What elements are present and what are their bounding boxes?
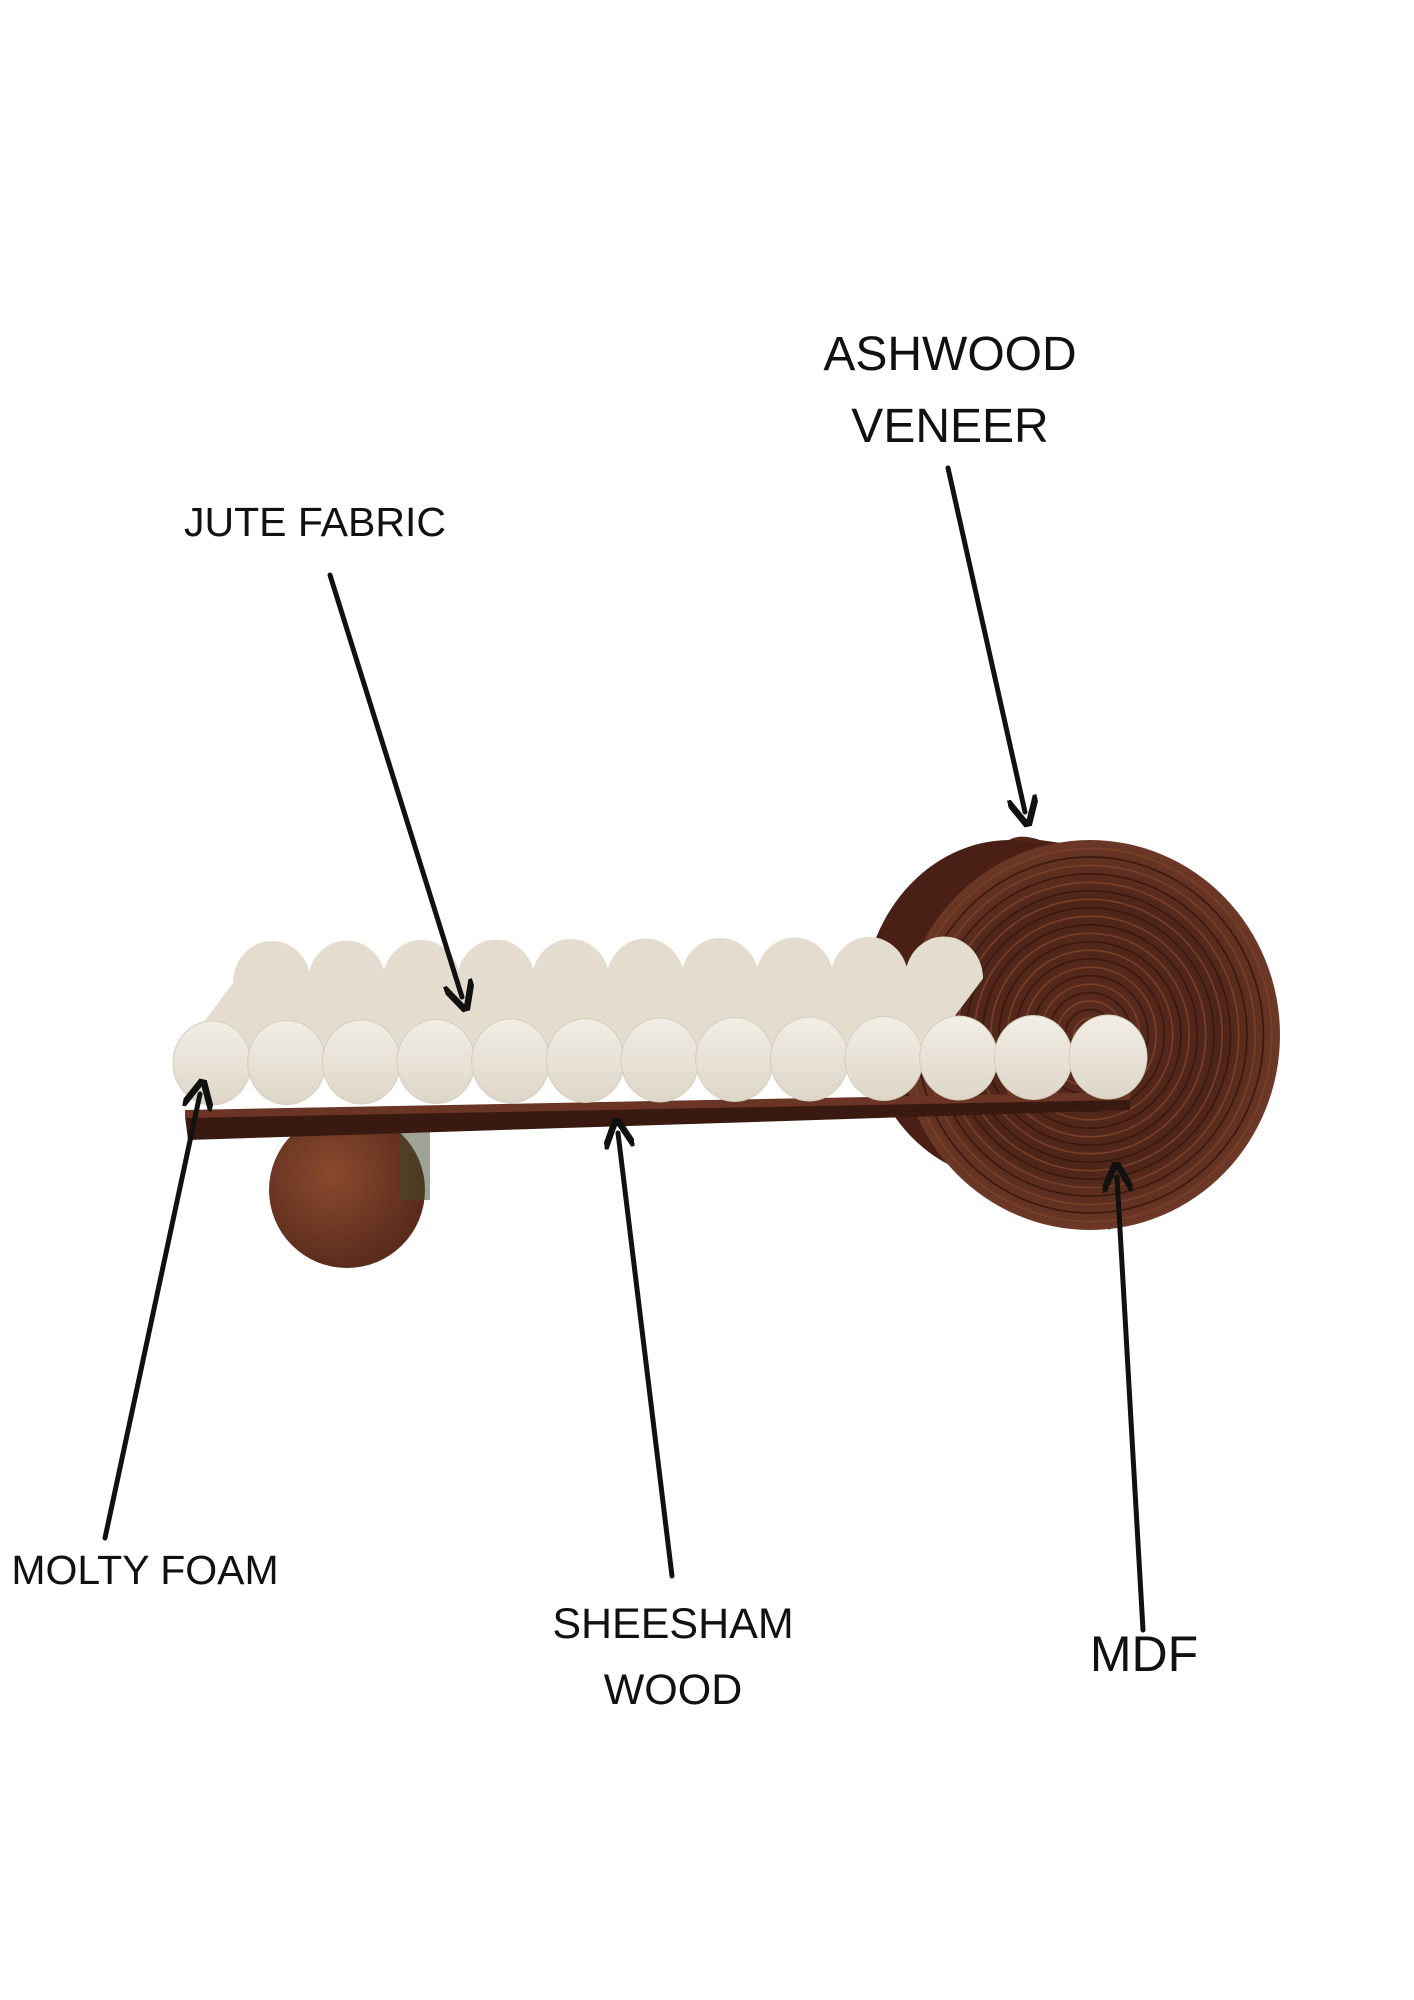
bolster-end xyxy=(844,1016,924,1101)
label-ashwood-veneer-line1: ASHWOOD xyxy=(823,328,1076,381)
bolster-end xyxy=(471,1018,551,1104)
label-ashwood-veneer-line2: VENEER xyxy=(851,400,1048,453)
bolster xyxy=(919,1015,999,1101)
bolster xyxy=(1068,1014,1148,1100)
sphere-leg xyxy=(269,1112,430,1268)
daybed-illustration xyxy=(172,836,1280,1268)
bolster-end xyxy=(620,1017,700,1103)
label-mdf: MDF xyxy=(1090,1626,1198,1682)
material-labels: ASHWOOD VENEER JUTE FABRIC MOLTY FOAM SH… xyxy=(11,328,1198,1714)
bolster xyxy=(993,1015,1073,1100)
bolster xyxy=(844,936,983,1101)
bolster xyxy=(769,937,909,1102)
drum-groove-ring xyxy=(998,940,1182,1130)
label-molty-foam: MOLTY FOAM xyxy=(11,1547,278,1593)
bolster xyxy=(247,940,386,1105)
molty-arrow xyxy=(102,1094,200,1541)
bolster-end xyxy=(545,1018,625,1103)
bolster-end xyxy=(1068,1014,1148,1100)
sheesham-arrow xyxy=(618,1133,675,1579)
bolster xyxy=(695,937,834,1102)
bolster-end xyxy=(919,1015,999,1101)
bolster-end xyxy=(321,1019,401,1105)
label-jute-fabric: JUTE FABRIC xyxy=(184,499,446,545)
bolster-cushions xyxy=(172,936,1148,1106)
bolster-end xyxy=(993,1015,1073,1100)
bolster-end xyxy=(695,1017,775,1102)
ashwood-arrow xyxy=(945,465,1025,812)
mdf-arrow xyxy=(1117,1177,1146,1633)
bolster-end xyxy=(769,1016,849,1102)
bolster-end xyxy=(396,1019,476,1104)
bolster-end xyxy=(247,1020,327,1105)
callout-arrows xyxy=(102,465,1146,1633)
bolster-end xyxy=(172,1020,252,1106)
jute-arrow xyxy=(327,572,462,997)
label-sheesham-wood-line1: SHEESHAM xyxy=(552,1600,793,1648)
label-sheesham-wood-line2: WOOD xyxy=(604,1666,743,1714)
